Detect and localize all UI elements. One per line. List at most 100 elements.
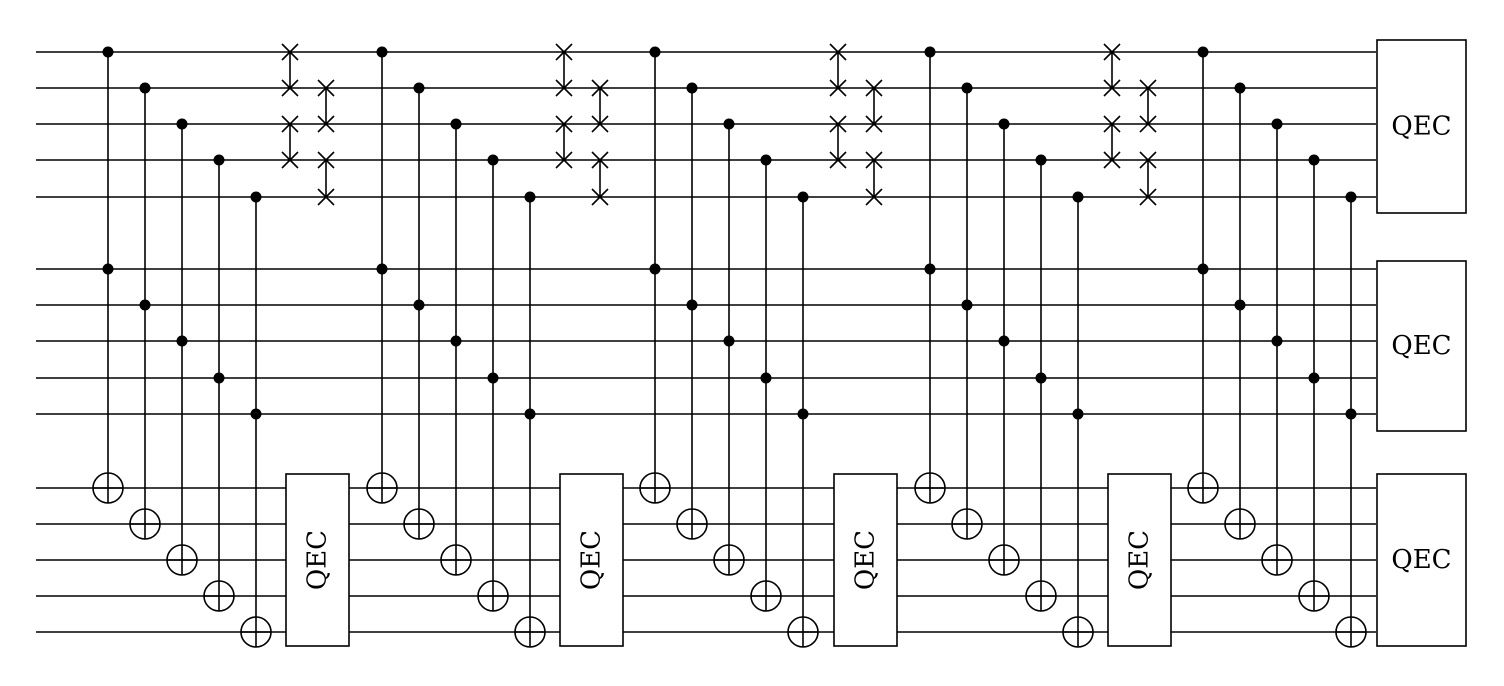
cnot-gate	[1062, 191, 1094, 648]
control-dot	[102, 46, 114, 58]
cnot-gate	[1187, 46, 1219, 504]
swap-x-mark	[555, 79, 573, 97]
qubit-wires	[36, 51, 1376, 633]
control-dot	[686, 299, 698, 311]
swap-gate	[1139, 151, 1157, 206]
control-dot	[413, 299, 425, 311]
swap-gate	[591, 151, 609, 206]
swap-x-mark	[555, 115, 573, 133]
control-dot	[961, 82, 973, 94]
swap-gate	[1103, 43, 1121, 97]
swap-gate	[281, 115, 299, 169]
swap-x-mark	[555, 43, 573, 61]
swap-gate	[555, 43, 573, 97]
qec-block: QEC	[833, 473, 898, 647]
swap-gate	[865, 151, 883, 206]
swap-x-mark	[1103, 151, 1121, 169]
control-dot	[1345, 191, 1357, 203]
cnot-gate	[750, 154, 782, 612]
swap-gate	[829, 43, 847, 97]
control-dot	[1035, 154, 1047, 166]
qec-label: QEC	[1391, 331, 1451, 361]
control-dot	[1234, 82, 1246, 94]
cnot-gate	[240, 191, 272, 648]
swap-x-mark	[317, 188, 335, 206]
swap-x-mark	[281, 43, 299, 61]
control-dot	[1197, 263, 1209, 275]
qec-label: QEC	[1391, 112, 1451, 142]
swap-x-mark	[865, 79, 883, 97]
qec-block: QEC	[1376, 260, 1467, 432]
swap-x-mark	[865, 188, 883, 206]
swap-x-mark	[1103, 115, 1121, 133]
cnot-gate	[1335, 191, 1367, 648]
control-dot	[1234, 299, 1246, 311]
swap-x-mark	[1139, 115, 1157, 133]
swap-gate	[591, 79, 609, 133]
swap-x-mark	[1139, 151, 1157, 169]
qec-block: QEC	[1376, 39, 1467, 214]
control-dot	[450, 118, 462, 130]
cnot-gate	[92, 46, 124, 504]
swap-x-mark	[1139, 188, 1157, 206]
qec-box	[559, 473, 624, 647]
control-dot	[1072, 408, 1084, 420]
control-dot	[1035, 372, 1047, 384]
swap-x-mark	[281, 115, 299, 133]
control-dot	[524, 191, 536, 203]
control-dot	[649, 263, 661, 275]
cnot-gate	[203, 154, 235, 612]
qec-box	[1107, 473, 1172, 647]
qec-block: QEC	[285, 473, 350, 647]
cnot-gate	[639, 46, 671, 504]
cnot-gate	[403, 82, 435, 540]
cnot-gate	[166, 118, 198, 576]
swap-x-mark	[591, 115, 609, 133]
control-dot	[1271, 335, 1283, 347]
control-dot	[487, 154, 499, 166]
control-dot	[797, 191, 809, 203]
cnot-gate	[477, 154, 509, 612]
control-dot	[102, 263, 114, 275]
control-dot	[998, 335, 1010, 347]
control-dot	[1271, 118, 1283, 130]
cnot-gate	[787, 191, 819, 648]
swap-gate	[555, 115, 573, 169]
swap-x-mark	[591, 79, 609, 97]
control-dot	[1308, 372, 1320, 384]
control-dot	[213, 372, 225, 384]
control-dot	[176, 335, 188, 347]
qec-label: QEC	[851, 530, 881, 590]
control-dot	[760, 154, 772, 166]
cnot-gate	[914, 46, 946, 504]
qec-box	[285, 473, 350, 647]
control-dot	[1308, 154, 1320, 166]
control-dot	[1197, 46, 1209, 58]
control-dot	[723, 335, 735, 347]
qec-label: QEC	[1125, 530, 1155, 590]
cnot-gate	[1298, 154, 1330, 612]
swap-x-mark	[1103, 79, 1121, 97]
control-dot	[760, 372, 772, 384]
cnot-gate	[514, 191, 546, 648]
swap-x-mark	[865, 115, 883, 133]
swap-x-mark	[829, 115, 847, 133]
swap-x-mark	[865, 151, 883, 169]
swap-x-mark	[829, 151, 847, 169]
qec-block: QEC	[1376, 473, 1467, 647]
swap-x-mark	[591, 151, 609, 169]
control-dot	[139, 82, 151, 94]
control-dot	[924, 46, 936, 58]
cnot-gate	[951, 82, 983, 540]
qec-box	[833, 473, 898, 647]
qec-label: QEC	[1391, 545, 1451, 575]
qec-box	[1376, 39, 1467, 214]
control-dot	[961, 299, 973, 311]
swap-x-mark	[555, 151, 573, 169]
cnot-gate	[1224, 82, 1256, 540]
control-dot	[487, 372, 499, 384]
qec-block: QEC	[1107, 473, 1172, 647]
control-dot	[250, 191, 262, 203]
control-dot	[1345, 408, 1357, 420]
control-dot	[250, 408, 262, 420]
